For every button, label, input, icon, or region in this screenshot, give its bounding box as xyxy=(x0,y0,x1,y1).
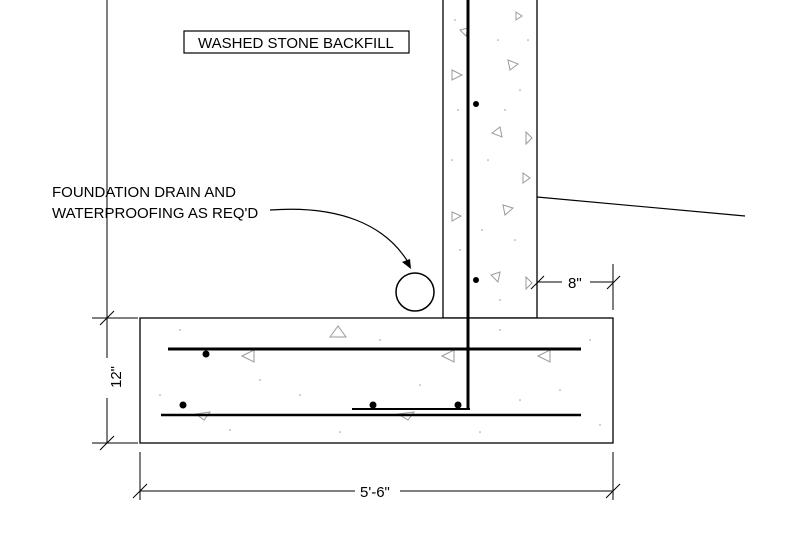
rebar-dots xyxy=(179,101,479,409)
drain-label-line2: WATERPROOFING AS REQ'D xyxy=(52,205,258,222)
drain-leader-line xyxy=(269,208,409,263)
wall-specks xyxy=(451,19,529,301)
footing-width-dimension xyxy=(132,452,621,500)
backfill-label: WASHED STONE BACKFILL xyxy=(198,35,394,52)
footing-height-text: 12" xyxy=(108,366,125,388)
foundation-drain-pipe xyxy=(395,272,435,312)
drain-leader-arrowhead xyxy=(402,259,411,269)
footing-height-dimension xyxy=(92,310,138,451)
footing xyxy=(139,317,614,444)
drain-label-line1: FOUNDATION DRAIN AND xyxy=(52,184,236,201)
footing-width-text: 5'-6" xyxy=(360,484,390,501)
foundation-wall xyxy=(442,0,538,319)
backfill-label-box xyxy=(183,30,410,54)
wall-thickness-dimension xyxy=(530,264,621,310)
footing-specks xyxy=(159,329,601,433)
wall-thickness-text: 8" xyxy=(568,275,582,292)
slab-line xyxy=(536,196,746,217)
